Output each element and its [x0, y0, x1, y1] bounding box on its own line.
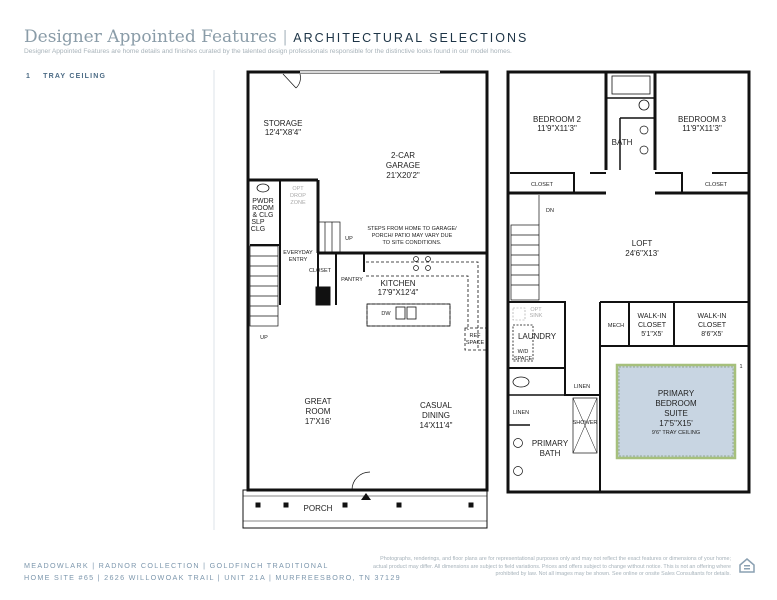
garage-note-3: TO SITE CONDITIONS. — [383, 240, 442, 246]
room-size-walk-in-closet-2: 8'6"X5' — [701, 331, 723, 338]
opt-drop-zone-label-3: ZONE — [290, 200, 306, 206]
room-label-mech: MECH — [608, 323, 624, 329]
title-main: Designer Appointed Features — [24, 27, 277, 47]
room-label-walk-in-closet-2: WALK-IN — [698, 313, 727, 320]
room-label-garage: 2-CAR — [391, 151, 415, 160]
room-label-pwdr: PWDR — [252, 198, 273, 205]
room-size-great-room: 17'X16' — [305, 417, 332, 426]
opt-drop-zone-label: OPT — [292, 186, 304, 192]
room-label-loft: LOFT — [632, 239, 653, 248]
footer-disclaimer: Photographs, renderings, and floor plans… — [373, 556, 731, 577]
wd-space-label: W/D — [518, 349, 529, 355]
feature-number: 1 — [26, 73, 32, 80]
room-label-primary-suite: PRIMARY — [658, 389, 695, 398]
page-title: Designer Appointed Features | ARCHITECTURA… — [24, 27, 528, 47]
stairs-up-label-2: UP — [260, 335, 268, 341]
second-floor-outline — [506, 70, 751, 494]
second-floor-plan — [506, 70, 751, 494]
footer-address: MEADOWLARK | RADNOR COLLECTION | GOLDFIN… — [24, 560, 401, 584]
room-size-bedroom-2: 11'9"X11'3" — [537, 124, 577, 133]
opt-sink-label-2: SINK — [530, 313, 543, 319]
room-label-kitchen: KITCHEN — [380, 279, 415, 288]
stairs-down-label: DN — [546, 208, 554, 214]
slp-clg-label-2: CLG — [251, 226, 265, 233]
opt-drop-zone-label-2: DROP — [290, 193, 306, 199]
title-separator: | — [282, 27, 288, 46]
room-label-walk-in-closet-1b: CLOSET — [638, 322, 667, 329]
feature-marker-1: 1 — [739, 364, 742, 370]
feature-label: TRAY CEILING — [43, 73, 107, 80]
closet-label-bedroom-3: CLOSET — [705, 182, 728, 188]
room-size-primary-suite: 17'5"X15' — [659, 419, 693, 428]
room-size-storage: 12'4"X8'4" — [265, 128, 301, 137]
room-label-laundry: LAUNDRY — [518, 332, 557, 341]
linen-label-1: LINEN — [574, 384, 590, 390]
room-label-primary-suite-3: SUITE — [664, 409, 688, 418]
room-label-primary-bath-2: BATH — [540, 449, 561, 458]
room-label-great-room: GREAT — [305, 397, 332, 406]
room-label-garage-2: GARAGE — [386, 161, 420, 170]
equal-housing-opportunity-icon — [739, 558, 755, 573]
room-label-primary-bath: PRIMARY — [532, 439, 569, 448]
everyday-entry-label: EVERYDAY — [283, 250, 313, 256]
tray-ceiling-note: 9'6" TRAY CEILING — [652, 430, 700, 436]
room-label-bath: BATH — [612, 138, 633, 147]
room-size-walk-in-closet-1: 5'1"X5' — [641, 331, 663, 338]
ref-space-label: REF — [470, 333, 482, 339]
opt-sink-label: OPT — [530, 307, 542, 313]
pantry-label: PANTRY — [341, 277, 363, 283]
room-label-bedroom-3: BEDROOM 3 — [678, 115, 727, 124]
tray-ceiling-highlight[interactable] — [615, 363, 737, 460]
room-size-garage: 21'X20'2" — [386, 171, 420, 180]
room-size-casual-dining: 14'X11'4" — [420, 421, 453, 430]
room-label-storage: STORAGE — [264, 119, 303, 128]
footer-community: MEADOWLARK | RADNOR COLLECTION | GOLDFIN… — [24, 561, 329, 570]
stairs-up-label: UP — [345, 236, 353, 242]
shower-label: SHOWER — [573, 420, 598, 426]
divider — [213, 70, 215, 530]
ref-space-label-2: SPACE — [466, 340, 485, 346]
wd-space-label-2: SPACE — [514, 356, 533, 362]
garage-note-1: STEPS FROM HOME TO GARAGE/ — [367, 226, 457, 232]
room-label-pwdr-2: ROOM — [252, 205, 274, 212]
room-label-great-room-2: ROOM — [306, 407, 331, 416]
everyday-entry-label-2: ENTRY — [289, 257, 308, 263]
room-label-casual-dining-2: DINING — [422, 411, 450, 420]
slp-clg-label: SLP — [251, 219, 265, 226]
room-label-pwdr-3: & CLG — [252, 212, 273, 219]
room-label-walk-in-closet-2b: CLOSET — [698, 322, 727, 329]
room-size-bedroom-3: 11'9"X11'3" — [682, 124, 722, 133]
title-subtitle: ARCHITECTURAL SELECTIONS — [293, 31, 529, 45]
first-floor-plan — [242, 70, 489, 529]
room-label-primary-suite-2: BEDROOM — [655, 399, 697, 408]
page-description: Designer Appointed Features are home det… — [24, 48, 512, 55]
footer-homesite: HOME SITE #65 | 2626 WILLOWOAK TRAIL | U… — [24, 573, 401, 582]
closet-label: CLOSET — [309, 268, 332, 274]
room-label-porch: PORCH — [304, 504, 333, 513]
garage-note-2: PORCH/ PATIO MAY VARY DUE — [372, 233, 453, 239]
room-size-loft: 24'6"X13' — [625, 249, 659, 258]
closet-label-bedroom-2: CLOSET — [531, 182, 554, 188]
room-size-kitchen: 17'9"X12'4" — [378, 288, 419, 297]
dishwasher-label: DW — [381, 311, 391, 317]
room-label-walk-in-closet-1: WALK-IN — [638, 313, 667, 320]
feature-item-tray-ceiling[interactable]: 1 TRAY CEILING — [26, 73, 106, 80]
room-label-bedroom-2: BEDROOM 2 — [533, 115, 582, 124]
linen-label-2: LINEN — [513, 410, 529, 416]
room-label-casual-dining: CASUAL — [420, 401, 453, 410]
